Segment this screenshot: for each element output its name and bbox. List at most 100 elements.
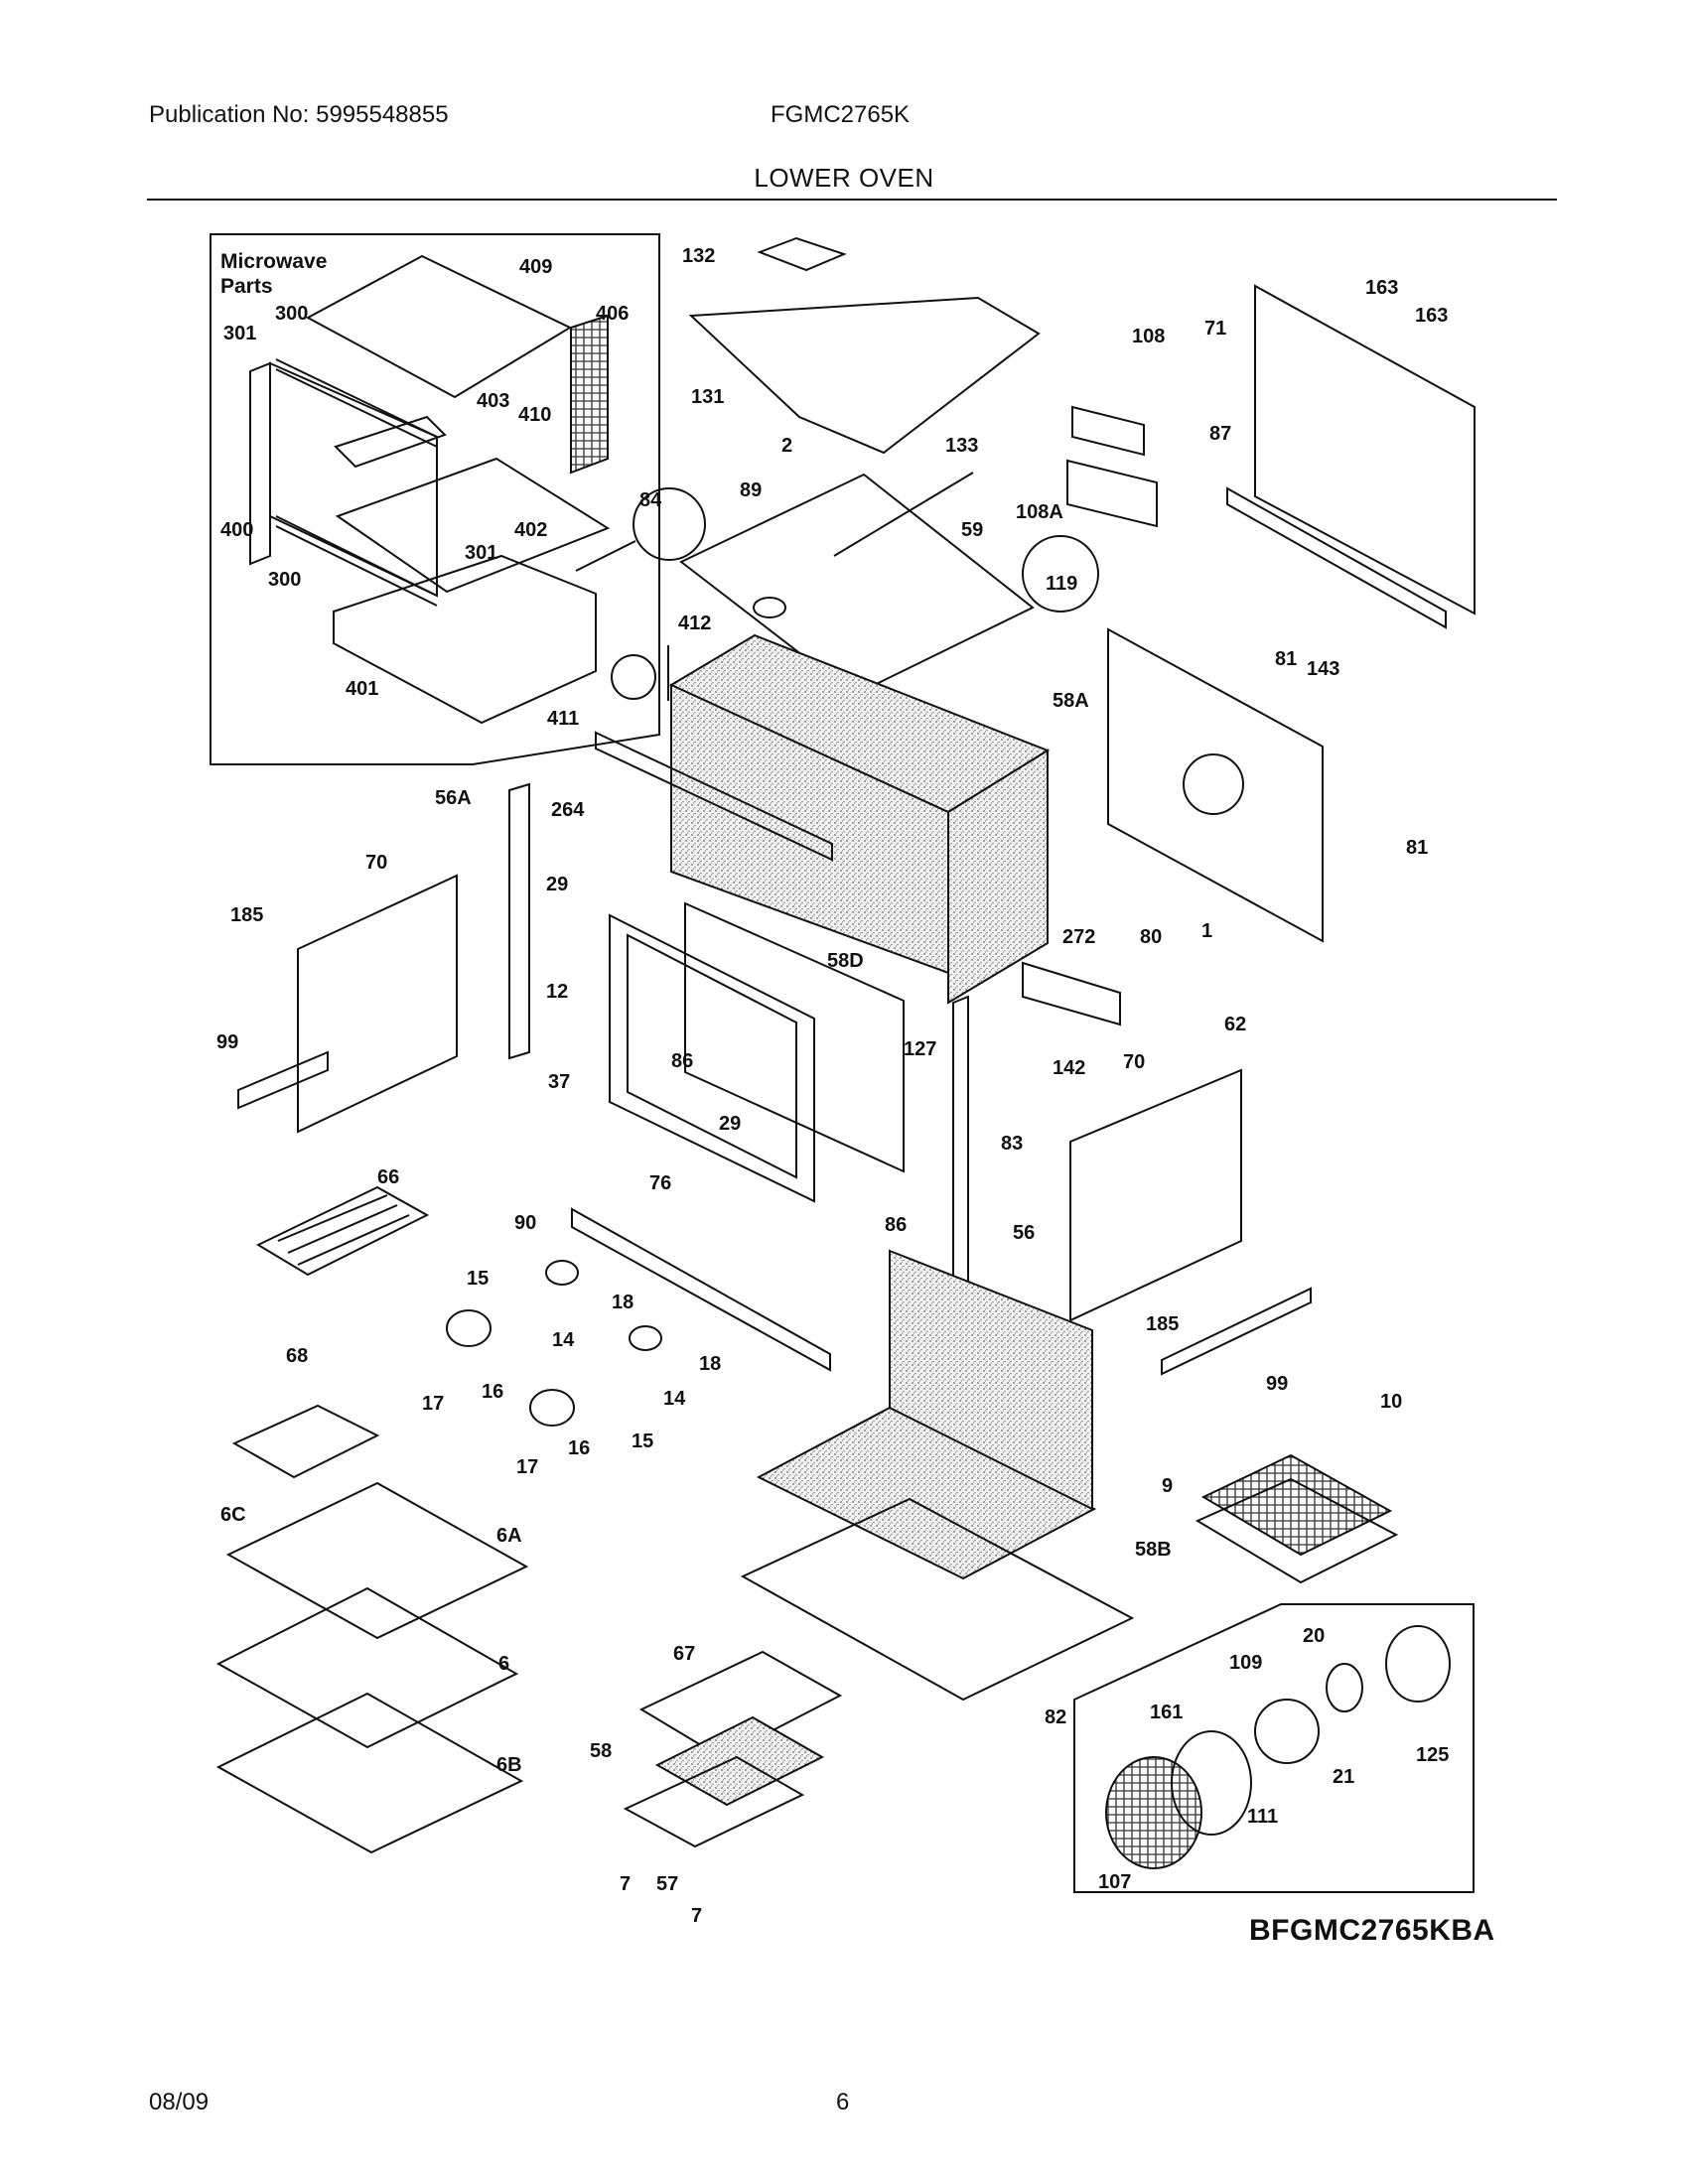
callout-143: 143 [1307,658,1339,680]
callout-58: 58 [590,1740,612,1762]
callout-400: 400 [220,519,253,541]
microwave-bracket-403 [334,415,447,469]
side-panels-group [237,874,1312,1376]
callout-57: 57 [656,1873,678,1895]
callout-10: 10 [1380,1391,1402,1413]
microwave-frame-400 [249,361,438,598]
callout-7: 7 [691,1905,702,1927]
callout-119: 119 [1046,573,1077,595]
callout-185: 185 [230,904,263,926]
bracket-142 [1022,961,1121,1026]
burner-box-2 [679,473,1035,697]
bottom-pan-82 [740,1497,1135,1702]
callout-2: 2 [781,435,792,457]
section-title: LOWER OVEN [754,163,934,193]
callout-labels: Microwave Parts 300 301 409 406 403 410 … [216,245,1449,1927]
callout-111: 111 [1247,1806,1278,1828]
convection-inset-box [1073,1603,1475,1893]
callout-163: 163 [1365,277,1398,299]
callout-409: 409 [519,256,552,278]
callout-127: 127 [904,1038,936,1060]
callout-18: 18 [612,1292,633,1313]
callout-132: 132 [682,245,715,267]
footer-date: 08/09 [149,2089,210,2116]
callout-107: 107 [1098,1871,1131,1893]
callout-66: 66 [377,1166,399,1188]
callout-90: 90 [514,1212,536,1234]
callout-76: 76 [649,1172,671,1194]
diagram-code: BFGMC2765KBA [1249,1914,1495,1947]
callout-185: 185 [1146,1313,1179,1335]
callout-6: 6 [498,1653,509,1675]
microwave-vent-406 [570,314,609,475]
microwave-parts-box [210,233,660,765]
callout-70: 70 [365,852,387,874]
callout-300: 300 [275,303,308,325]
callout-17: 17 [422,1393,444,1415]
sensor-89 [753,597,786,618]
callout-272: 272 [1062,926,1095,948]
callout-411: 411 [547,708,579,730]
fan-motor-125 [1385,1625,1451,1703]
callout-131: 131 [691,386,724,408]
callout-bubble-84 [633,487,706,561]
callout-133: 133 [945,435,978,457]
callout-82: 82 [1045,1706,1066,1728]
callout-109: 109 [1229,1652,1262,1674]
callout-67: 67 [673,1643,695,1665]
callout-301: 301 [223,323,256,344]
callout-99: 99 [216,1031,238,1053]
callout-108: 108 [1132,326,1165,347]
heating-and-lights-group [255,1185,831,1427]
oven-cavity-group [508,627,1324,1318]
thermostat-108 [1071,405,1145,457]
fan-plate-20 [1326,1663,1363,1712]
element-coils [277,1194,410,1266]
callout-403: 403 [477,390,509,412]
callout-99: 99 [1266,1373,1288,1395]
header-rule [147,199,1557,201]
callout-21: 21 [1333,1766,1354,1788]
callout-401: 401 [346,678,378,700]
top-panel-131 [688,296,1041,455]
microwave-title-line1: Microwave [220,250,327,273]
microwave-title-line2: Parts [220,275,273,298]
callout-56A: 56A [435,787,472,809]
callout-29: 29 [546,874,568,895]
microwave-switch-412 [611,654,656,700]
callout-9: 9 [1162,1475,1173,1497]
callout-264: 264 [551,799,585,821]
side-panel-70-right [1069,1068,1242,1322]
publication-number: Publication No: 5995548855 [149,101,449,128]
oven-back-panel-1 [1107,627,1324,943]
callout-bubble-119 [1022,535,1099,613]
convection-fan-group [1073,1603,1475,1893]
callout-56: 56 [1013,1222,1035,1244]
rear-panel-71 [1254,284,1476,615]
callout-86: 86 [885,1214,907,1236]
callout-59: 59 [961,519,983,541]
bake-cover-67 [638,1650,843,1759]
microwave-tray-402 [335,457,611,594]
callout-81: 81 [1275,648,1297,670]
callout-15: 15 [467,1268,489,1290]
callout-410: 410 [518,404,551,426]
bake-tray-57 [623,1755,805,1848]
callout-18: 18 [699,1353,721,1375]
side-panel-70-left [297,874,458,1134]
door-frame-inner [627,933,797,1179]
callout-83: 83 [1001,1133,1023,1155]
fan-blade-109 [1254,1699,1320,1764]
callout-402: 402 [514,519,547,541]
side-rail-56 [952,995,969,1318]
bracket-133 [833,472,974,557]
microwave-base-401 [333,554,597,725]
rack-6A [225,1481,529,1640]
callout-71: 71 [1204,318,1226,340]
callout-412: 412 [678,613,711,634]
callout-87: 87 [1209,423,1231,445]
callout-161: 161 [1150,1702,1183,1723]
callout-62: 62 [1224,1014,1246,1035]
callout-86: 86 [671,1050,693,1072]
